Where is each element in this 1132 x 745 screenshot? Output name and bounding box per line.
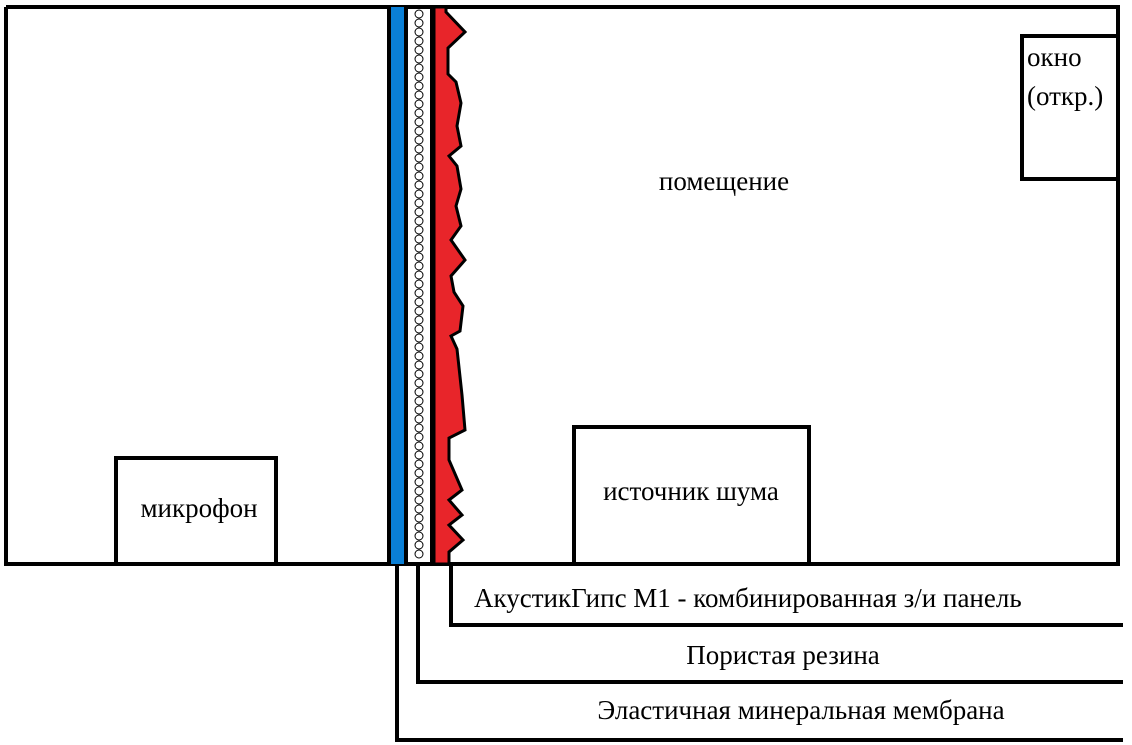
rubber-pore bbox=[414, 81, 424, 91]
rubber-pore bbox=[414, 261, 424, 271]
rubber-pore bbox=[414, 216, 424, 226]
microphone-label: микрофон bbox=[140, 493, 258, 523]
rubber-pore bbox=[414, 504, 424, 514]
legend-rubber-label: Пористая резина bbox=[686, 640, 880, 670]
rubber-pore bbox=[414, 288, 424, 298]
rubber-pore bbox=[414, 198, 424, 208]
rubber-pore bbox=[414, 360, 424, 370]
rubber-pore bbox=[414, 243, 424, 253]
legend-membrane-label: Эластичная минеральная мембрана bbox=[597, 695, 1005, 725]
rubber-pore bbox=[414, 549, 424, 559]
rubber-pore bbox=[414, 459, 424, 469]
noise-source-label: источник шума bbox=[603, 476, 779, 506]
rubber-pore bbox=[414, 324, 424, 334]
room-label: помещение bbox=[658, 166, 790, 196]
rubber-pore bbox=[414, 477, 424, 487]
acoustic-panel-layer bbox=[432, 5, 468, 566]
rubber-pore bbox=[414, 126, 424, 136]
rubber-pore bbox=[414, 153, 424, 163]
rubber-pore bbox=[414, 18, 424, 28]
leader-lines bbox=[395, 566, 1123, 742]
rubber-pore bbox=[414, 9, 424, 19]
rubber-pore bbox=[414, 45, 424, 55]
rubber-pore bbox=[414, 540, 424, 550]
rubber-pore bbox=[414, 513, 424, 523]
rubber-pore bbox=[414, 63, 424, 73]
noise-source-box bbox=[572, 425, 811, 566]
rubber-pore bbox=[414, 36, 424, 46]
rubber-pore bbox=[414, 387, 424, 397]
rubber-pore bbox=[414, 90, 424, 100]
rubber-pore bbox=[414, 378, 424, 388]
rubber-pore bbox=[414, 54, 424, 64]
rubber-pore bbox=[414, 252, 424, 262]
rubber-pore bbox=[414, 270, 424, 280]
rubber-pore bbox=[414, 423, 424, 433]
rubber-pore bbox=[414, 468, 424, 478]
rubber-pore bbox=[414, 522, 424, 532]
partition-lines bbox=[387, 7, 434, 564]
rubber-pore bbox=[414, 180, 424, 190]
rubber-pore bbox=[414, 405, 424, 415]
rubber-pore bbox=[414, 531, 424, 541]
legend-panel-label: АкустикГипс М1 - комбинированная з/и пан… bbox=[474, 583, 1022, 613]
rubber-pore bbox=[414, 396, 424, 406]
rubber-pore bbox=[414, 432, 424, 442]
rubber-pore bbox=[414, 234, 424, 244]
rubber-pore bbox=[414, 72, 424, 82]
rubber-pore bbox=[414, 162, 424, 172]
rubber-pore bbox=[414, 495, 424, 505]
rubber-pore bbox=[414, 333, 424, 343]
rubber-pore bbox=[414, 117, 424, 127]
rubber-pore bbox=[414, 297, 424, 307]
rubber-pore bbox=[414, 144, 424, 154]
rubber-pore bbox=[414, 486, 424, 496]
rubber-pore bbox=[414, 108, 424, 118]
rubber-pore bbox=[414, 171, 424, 181]
rubber-pore bbox=[414, 306, 424, 316]
rubber-pore bbox=[414, 441, 424, 451]
rubber-pore bbox=[414, 207, 424, 217]
rubber-pore bbox=[414, 351, 424, 361]
rubber-pore bbox=[414, 27, 424, 37]
window-box bbox=[1020, 34, 1120, 181]
window-label-line2: (откр.) bbox=[1027, 81, 1104, 111]
rubber-pore bbox=[414, 225, 424, 235]
porous-rubber-layer bbox=[414, 9, 424, 559]
outer-outline bbox=[4, 5, 1120, 565]
window-label-line1: окно bbox=[1027, 42, 1082, 72]
microphone-box bbox=[114, 456, 278, 566]
rubber-pore bbox=[414, 189, 424, 199]
rubber-pore bbox=[414, 342, 424, 352]
rubber-pore bbox=[414, 369, 424, 379]
rubber-pore bbox=[414, 99, 424, 109]
rubber-pore bbox=[414, 414, 424, 424]
rubber-pore bbox=[414, 135, 424, 145]
rubber-pore bbox=[414, 315, 424, 325]
rubber-pore bbox=[414, 450, 424, 460]
rubber-pore bbox=[414, 279, 424, 289]
membrane-layer bbox=[391, 7, 404, 564]
